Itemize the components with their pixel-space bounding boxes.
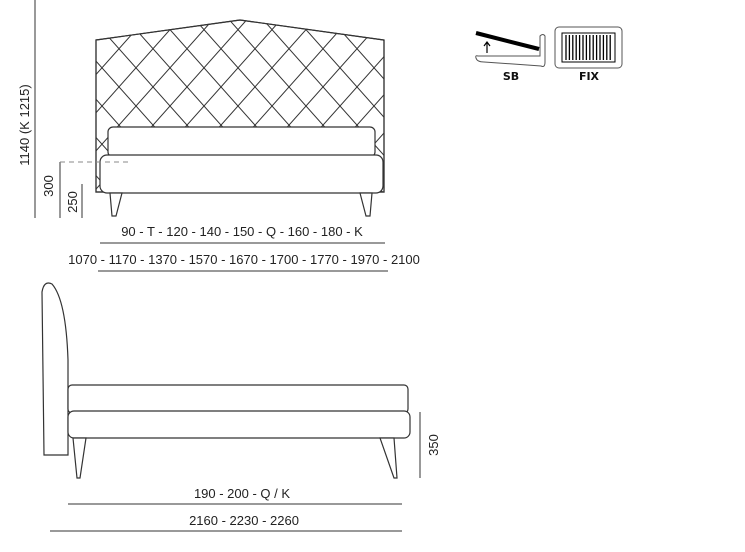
quilt-line: [209, 20, 384, 192]
headboard-side: [41, 282, 69, 456]
headboard-front-outline: [95, 19, 385, 193]
sizes-label: 90 - T - 120 - 140 - 150 - Q - 160 - 180…: [121, 224, 363, 239]
quilt-line: [107, 20, 369, 192]
side-view: 350 190 - 200 - Q / K 2160 - 2230 - 2260: [41, 282, 441, 532]
dim-300-label: 300: [41, 175, 56, 197]
fixed-slats-icon: [561, 32, 616, 63]
lengths-label: 190 - 200 - Q / K: [194, 486, 290, 501]
quilt-line: [516, 0, 745, 252]
option-fix-label: FIX: [579, 70, 600, 83]
dim-250-label: 250: [65, 191, 80, 213]
quilt-line: [175, 20, 384, 192]
quilted-pattern: [96, 0, 745, 252]
leg-left-front: [109, 192, 123, 217]
quilt-line: [96, 20, 335, 192]
front-view: 1140 (K 1215) 300 250 90 - T - 120 - 140…: [17, 0, 745, 272]
quilt-line: [96, 20, 301, 192]
leg-right-front: [359, 192, 373, 217]
leg-right-side: [379, 437, 398, 479]
quilt-line: [96, 20, 233, 192]
totals-label: 2160 - 2230 - 2260: [189, 513, 299, 528]
fixed-slats-icon-frame: [554, 26, 623, 69]
quilt-line: [141, 20, 384, 192]
quilt-line: [414, 0, 674, 252]
quilt-line: [243, 20, 384, 192]
bed-base-side: [67, 410, 411, 439]
bed-base-front: [99, 154, 384, 194]
option-sb-label: SB: [503, 70, 519, 83]
height-label: 1140 (K 1215): [17, 84, 32, 165]
widths-label: 1070 - 1170 - 1370 - 1570 - 1670 - 1700 …: [68, 252, 420, 267]
option-sb: SB: [475, 31, 546, 83]
quilt-line: [516, 0, 745, 252]
option-fix: FIX: [554, 26, 623, 83]
mattress-side: [67, 384, 409, 414]
mattress-front: [107, 126, 376, 158]
storage-bed-icon: [475, 31, 546, 67]
leg-left-side: [72, 437, 87, 479]
quilt-line: [414, 0, 674, 252]
side-height-label: 350: [426, 434, 441, 456]
quilt-line: [96, 20, 267, 192]
